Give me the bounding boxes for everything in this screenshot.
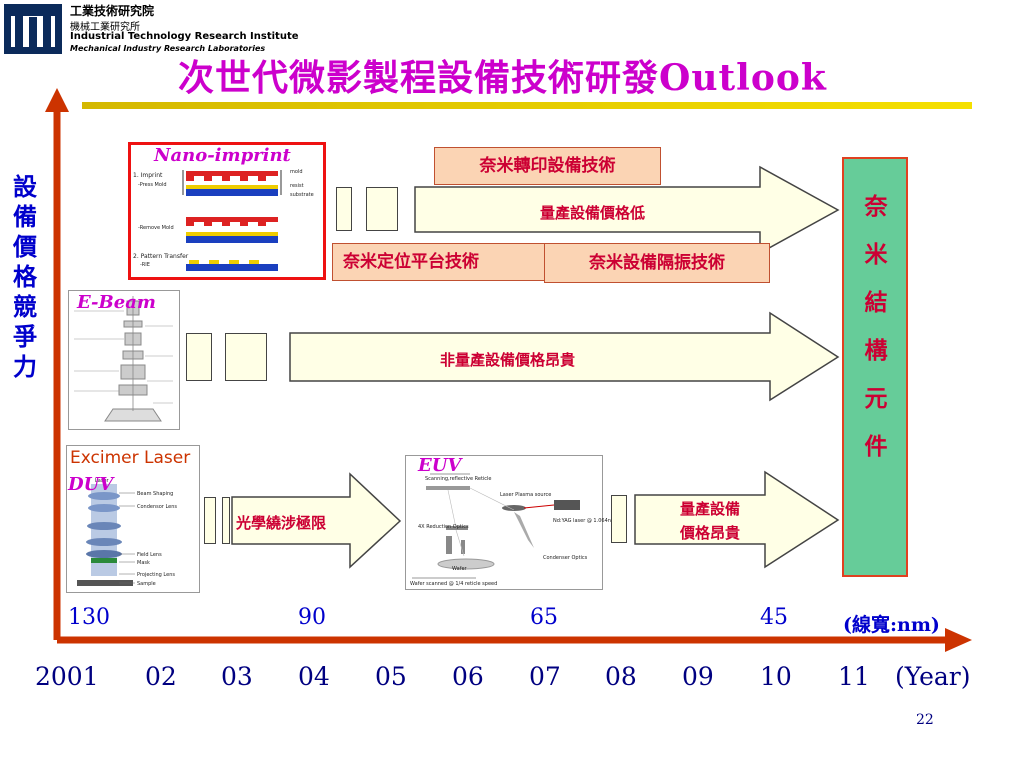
euv-scan: Wafer scanned @ 1/4 reticle speed <box>410 581 498 587</box>
nano-stage-box: 奈米定位平台技術 <box>332 243 554 281</box>
timeline-block <box>366 187 398 231</box>
euv-plasma: Laser Plasma source <box>500 492 552 498</box>
ni-remove-mold: -Remove Mold <box>138 225 174 231</box>
ni-resist: resist <box>290 183 304 189</box>
itri-logo-icon <box>4 4 62 54</box>
timeline-block <box>222 497 230 544</box>
page-title: 次世代微影製程設備技術研發Outlook <box>178 57 827 99</box>
org-name-zh-2: 機械工業研究所 <box>70 22 140 33</box>
arrow-text-optics: 光學繞涉極限 <box>236 514 327 532</box>
year-label: 11 <box>838 662 870 691</box>
e-beam-column-illustration <box>74 296 173 422</box>
excimer-duv-diagram: Beam Shaping Condensor Lens Field Lens M… <box>66 445 200 593</box>
nano-imprint-diagram <box>128 142 326 280</box>
nano-imprint-tag: Nano-imprint <box>154 145 291 166</box>
nano-component-char: 構 <box>864 337 888 364</box>
org-name-en-2: Mechanical Industry Research Laboratorie… <box>70 44 266 53</box>
year-label: 06 <box>452 662 484 691</box>
node-unit: (線寬:nm) <box>843 614 940 636</box>
ni-press-mold: -Press Mold <box>138 182 167 188</box>
node-label: 90 <box>298 605 326 630</box>
title-underline <box>82 102 972 109</box>
ni-mold: mold <box>290 169 303 175</box>
year-label: 04 <box>298 662 330 691</box>
ni-step2: 2. Pattern Transfer <box>133 253 189 260</box>
nano-imprint-illustration <box>182 170 282 271</box>
euv-tag: EUV <box>418 455 462 476</box>
euv-reticle: Scanning,reflective Reticle <box>425 476 492 482</box>
euv-laser: Nd:YAG laser @ 1.064nm <box>553 518 616 524</box>
y-label-char: 備 <box>13 202 37 231</box>
svg-text:Laser: Laser <box>95 478 110 484</box>
y-label-char: 價 <box>13 232 37 261</box>
y-label-char: 爭 <box>13 322 37 351</box>
year-label: 07 <box>529 662 561 691</box>
node-label: 45 <box>760 605 788 630</box>
year-label: 09 <box>682 662 714 691</box>
euv-diagram <box>405 455 603 590</box>
nano-transfer-box: 奈米轉印設備技術 <box>434 147 661 185</box>
svg-text:Mask: Mask <box>137 560 150 566</box>
page-number: 22 <box>916 712 934 728</box>
year-label: 05 <box>375 662 407 691</box>
nano-component-char: 奈 <box>864 193 888 220</box>
ni-substrate: substrate <box>290 192 314 198</box>
year-label: 10 <box>760 662 792 691</box>
middle-arrow <box>289 311 840 402</box>
year-label: 02 <box>145 662 177 691</box>
nano-component-column: 奈 米 結 構 元 件 <box>842 157 908 577</box>
ni-rie: -RIE <box>140 262 150 268</box>
y-axis-label: 設 備 價 格 競 爭 力 <box>10 172 40 382</box>
euv-arrow <box>634 470 840 569</box>
timeline-block <box>611 495 627 543</box>
nano-component-char: 結 <box>864 289 888 316</box>
year-label: 08 <box>605 662 637 691</box>
y-label-char: 競 <box>13 292 37 321</box>
y-axis-arrowhead <box>45 88 69 112</box>
year-label: 03 <box>221 662 253 691</box>
itri-logo <box>3 3 63 55</box>
timeline-block <box>225 333 267 381</box>
svg-text:Projecting Lens: Projecting Lens <box>137 572 175 578</box>
timeline-block <box>204 497 216 544</box>
node-label: 130 <box>68 605 110 630</box>
y-label-char: 力 <box>13 352 37 381</box>
timeline-block <box>186 333 212 381</box>
arrow-text-euv-2: 價格昂貴 <box>680 524 741 542</box>
x-axis-arrowhead <box>945 628 972 652</box>
svg-text:Field Lens: Field Lens <box>137 552 162 558</box>
top-arrow <box>414 165 840 255</box>
euv-optics-illustration <box>412 473 580 579</box>
node-label: 65 <box>530 605 558 630</box>
arrow-text-euv-1: 量產設備 <box>680 500 741 518</box>
duv-tag: DUV <box>68 474 114 495</box>
arrow-text-top: 量產設備價格低 <box>540 204 646 222</box>
nano-isolation-box: 奈米設備隔振技術 <box>544 243 770 283</box>
nano-component-char: 米 <box>864 241 888 268</box>
org-name-zh-1: 工業技術研究院 <box>70 4 155 18</box>
euv-condenser: Condenser Optics <box>543 555 588 561</box>
excimer-title: Excimer Laser <box>70 448 191 468</box>
y-label-char: 設 <box>13 172 37 201</box>
arrow-text-middle: 非量產設備價格昂貴 <box>440 351 576 369</box>
nano-component-char: 元 <box>864 385 888 412</box>
year-unit: (Year) <box>895 662 971 691</box>
y-label-char: 格 <box>13 262 37 291</box>
svg-text:Condensor Lens: Condensor Lens <box>137 504 177 510</box>
e-beam-tag: E-Beam <box>77 292 156 313</box>
optics-arrow <box>231 472 402 569</box>
svg-text:Sample: Sample <box>137 581 156 587</box>
euv-wafer: Wafer <box>452 566 467 572</box>
year-label: 2001 <box>35 662 99 691</box>
ni-step1: 1. Imprint <box>133 172 163 179</box>
nano-component-char: 件 <box>864 433 888 460</box>
svg-text:Beam Shaping: Beam Shaping <box>137 491 173 497</box>
euv-reduction: 4X Reduction Optics <box>418 524 469 530</box>
org-name-en-1: Industrial Technology Research Institute <box>70 31 299 42</box>
e-beam-diagram <box>68 290 180 430</box>
timeline-block <box>336 187 352 231</box>
excimer-laser-illustration: Beam Shaping Condensor Lens Field Lens M… <box>77 478 177 587</box>
